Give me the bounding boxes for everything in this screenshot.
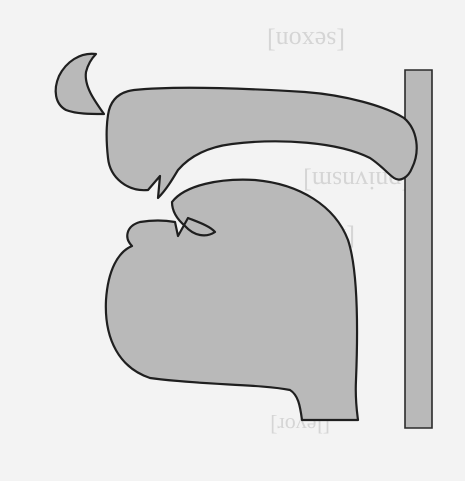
tongue-and-lower-jaw <box>106 180 358 420</box>
nose <box>56 54 104 114</box>
